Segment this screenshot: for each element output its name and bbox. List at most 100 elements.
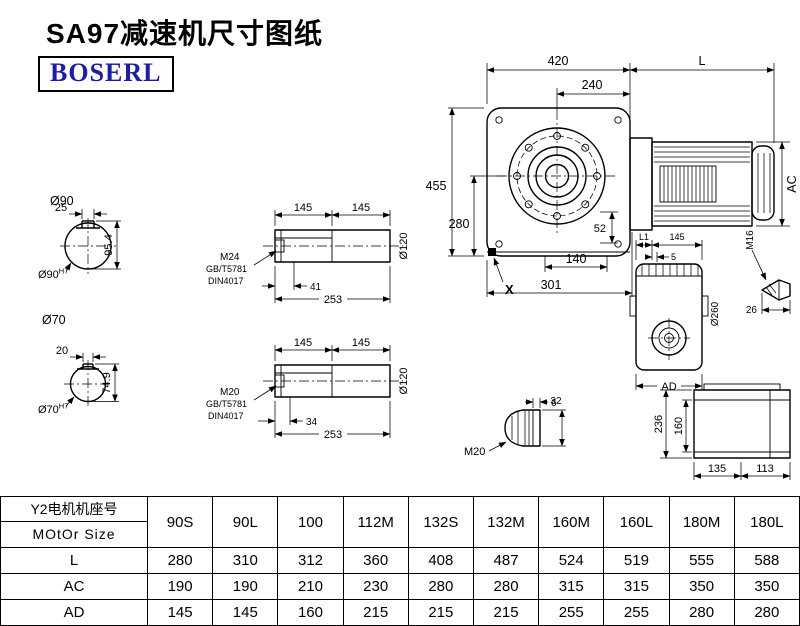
label-std-b: GB/T5781 <box>206 399 247 409</box>
value-cell: 230 <box>342 573 409 600</box>
bore-70: Ø70 <box>38 404 59 416</box>
dim-74-9: 74.9 <box>101 372 113 393</box>
value-cell: 350 <box>668 573 735 600</box>
col-header: 112M <box>342 496 409 548</box>
col-header: 90L <box>212 496 279 548</box>
col-header: 160L <box>603 496 670 548</box>
page-title: SA97减速机尺寸图纸 <box>46 18 324 49</box>
dim-dia-260: Ø260 <box>710 301 721 326</box>
value-cell: 280 <box>668 599 735 626</box>
bore-70-tol: H7 <box>59 402 69 411</box>
label-thread-m16: M16 <box>745 230 756 250</box>
dim-l1: L1 <box>639 232 649 242</box>
shaft-section-70: Ø70 20 74.9 Ø70H7 <box>38 313 119 416</box>
label-din-a: DIN4017 <box>208 276 244 286</box>
value-cell: 190 <box>146 573 214 600</box>
side-view: L1 145 5 Ø260 AD M16 <box>629 230 791 393</box>
dim-160: 160 <box>673 417 685 435</box>
value-cell: 215 <box>407 599 474 626</box>
dim-113: 113 <box>756 463 774 475</box>
dim-145-a2: 145 <box>352 202 370 214</box>
value-cell: 210 <box>277 573 344 600</box>
shaft-section-90: Ø90 25 95.4 Ø90H7 <box>38 194 121 281</box>
table-row-ac: AC 190 190 210 230 280 280 315 315 350 3… <box>0 573 800 600</box>
dim-34: 34 <box>306 417 318 428</box>
shaft-end-cone <box>761 279 791 301</box>
shaft-detail-a: 145 145 Ø120 M24 GB/T5781 DIN4017 41 253 <box>206 202 410 306</box>
value-cell: 519 <box>603 547 670 574</box>
dim-motor-length: L <box>699 54 706 68</box>
label-thread-m20-b: M20 <box>220 387 240 398</box>
dim-5: 5 <box>671 252 676 262</box>
value-cell: 315 <box>603 573 670 600</box>
value-cell: 145 <box>146 599 214 626</box>
dim-420: 420 <box>548 54 569 68</box>
table-header-motor-size: Y2电机机座号 MOtOr Size <box>0 496 148 548</box>
dim-455: 455 <box>426 179 447 193</box>
label-thread-m24: M24 <box>220 252 240 263</box>
row-label: L <box>0 547 148 574</box>
value-cell: 310 <box>212 547 279 574</box>
row-label: AD <box>0 599 148 626</box>
col-header: 132S <box>407 496 474 548</box>
dim-145-a1: 145 <box>294 202 312 214</box>
motor-size-table: Y2电机机座号 MOtOr Size 90S 90L 100 112M 132S… <box>0 496 800 626</box>
value-cell: 215 <box>342 599 409 626</box>
x-marker <box>488 248 496 256</box>
dim-ac: AC <box>785 175 799 192</box>
value-cell: 487 <box>472 547 540 574</box>
dim-140: 140 <box>566 252 587 266</box>
value-cell: 280 <box>407 573 474 600</box>
value-cell: 255 <box>538 599 605 626</box>
bore-90: Ø90 <box>38 269 59 281</box>
dim-301: 301 <box>541 278 562 292</box>
dim-ad: AD <box>661 381 676 393</box>
col-header: 132M <box>472 496 540 548</box>
value-cell: 524 <box>538 547 605 574</box>
value-cell: 280 <box>146 547 214 574</box>
dim-253-b: 253 <box>324 429 342 441</box>
value-cell: 315 <box>538 573 605 600</box>
table-row-ad: AD 145 145 160 215 215 215 255 255 280 2… <box>0 599 800 626</box>
label-din-b: DIN4017 <box>208 411 244 421</box>
table-header-cn: Y2电机机座号 <box>1 497 147 522</box>
table-row-l: L 280 310 312 360 408 487 524 519 555 58… <box>0 547 800 574</box>
plug-shape <box>504 409 541 447</box>
dim-26: 26 <box>746 305 758 316</box>
col-header: 160M <box>538 496 605 548</box>
motor <box>629 137 775 231</box>
dim-236: 236 <box>653 415 665 433</box>
dim-145-b2: 145 <box>352 337 370 349</box>
value-cell: 408 <box>407 547 474 574</box>
main-view: X 420 L 240 455 280 52 14 <box>426 54 799 297</box>
brand-logo-box: BOSERL <box>38 56 174 92</box>
dim-95-4: 95.4 <box>103 234 115 255</box>
dim-145-b1: 145 <box>294 337 312 349</box>
label-x: X <box>505 282 514 297</box>
dim-dia-120-b: Ø120 <box>398 368 410 395</box>
brand-logo-text: BOSERL <box>50 58 162 87</box>
dim-253-a: 253 <box>324 294 342 306</box>
dim-41: 41 <box>310 282 322 293</box>
value-cell: 360 <box>342 547 409 574</box>
technical-drawing: X 420 L 240 455 280 52 14 <box>38 54 799 480</box>
dim-135: 135 <box>708 463 726 475</box>
dim-key-25: 25 <box>55 202 67 214</box>
dim-52: 52 <box>594 223 606 235</box>
table-header-en: MOtOr Size <box>32 526 116 542</box>
rear-view: 236 160 135 113 <box>653 383 791 480</box>
dim-dia-120-a: Ø120 <box>398 233 410 260</box>
dim-6: 6 <box>551 398 557 409</box>
col-header: 90S <box>146 496 214 548</box>
dim-145-side: 145 <box>669 232 684 242</box>
bore-90-tol: H7 <box>59 267 69 276</box>
value-cell: 555 <box>668 547 735 574</box>
dim-240: 240 <box>582 78 603 92</box>
value-cell: 145 <box>212 599 279 626</box>
dim-key-20: 20 <box>56 345 68 357</box>
col-header: 100 <box>277 496 344 548</box>
value-cell: 215 <box>472 599 540 626</box>
value-cell: 350 <box>733 573 800 600</box>
shaft-detail-b: 145 145 Ø120 M20 GB/T5781 DIN4017 34 253 <box>206 337 410 441</box>
